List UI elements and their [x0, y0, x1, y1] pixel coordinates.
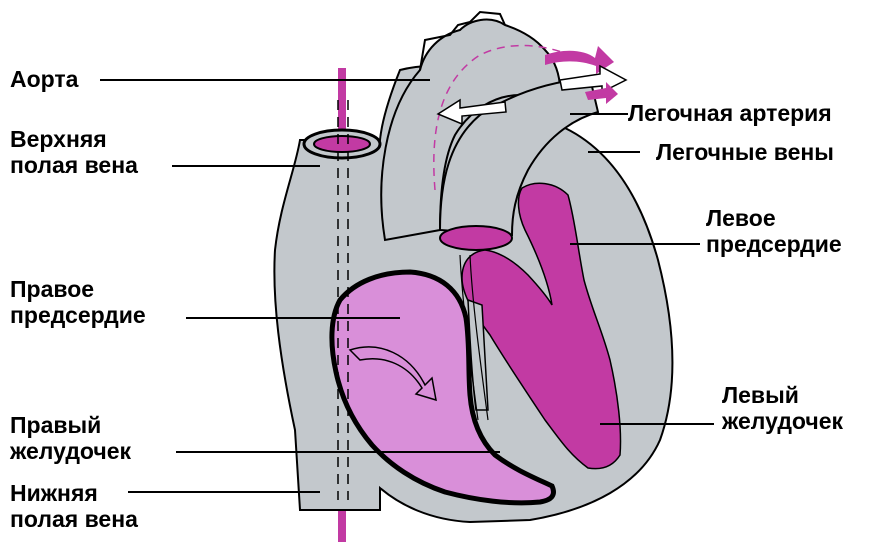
label-right-atrium-line1: Правое — [10, 276, 94, 303]
label-pulmonary-artery: Легочная артерия — [628, 100, 832, 127]
label-left-atrium-line1: Левое — [706, 205, 776, 232]
pulmonary-opening — [440, 226, 512, 250]
label-aorta: Аорта — [10, 66, 78, 93]
label-right-atrium-line2: предсердие — [10, 302, 146, 329]
label-right-ventricle-line2: желудочек — [10, 438, 131, 465]
label-ivc-line1: Нижняя — [10, 480, 98, 507]
label-svc-line2: полая вена — [10, 152, 138, 179]
label-pulmonary-veins: Легочные вены — [656, 139, 834, 166]
label-right-ventricle-line1: Правый — [10, 412, 101, 439]
label-ivc-line2: полая вена — [10, 506, 138, 533]
label-left-atrium-line2: предсердие — [706, 231, 842, 258]
svc-opening-inner — [314, 136, 370, 152]
label-svc-line1: Верхняя — [10, 126, 107, 153]
label-left-ventricle-line1: Левый — [722, 382, 799, 409]
label-left-ventricle-line2: желудочек — [722, 408, 843, 435]
